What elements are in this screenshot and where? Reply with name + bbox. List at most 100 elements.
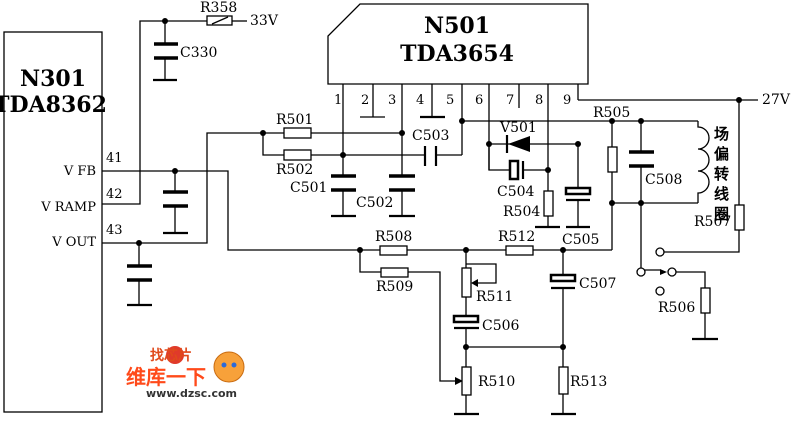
mascot-eye — [221, 362, 227, 368]
n501-pins: 1 2 3 4 5 6 7 8 9 — [334, 93, 571, 108]
r511-wiper-arrow-icon — [471, 279, 478, 287]
r507-resistor — [734, 204, 745, 231]
c505-plate — [564, 186, 592, 196]
r508-label: R508 — [375, 229, 412, 245]
n501-chip-body — [327, 3, 589, 85]
wire — [359, 250, 381, 273]
yoke-char: 场 — [714, 125, 729, 143]
pin-43: 43 — [106, 223, 123, 238]
wire — [466, 263, 497, 284]
r505-resistor — [607, 146, 618, 173]
mascot-icon — [213, 351, 245, 383]
wire — [408, 271, 455, 382]
pin-name-vramp: V RAMP — [40, 200, 96, 215]
switch-common[interactable] — [636, 267, 646, 277]
r510-wiper-arrow-icon — [455, 377, 463, 385]
pin-9: 9 — [563, 93, 571, 108]
c503-label: C503 — [412, 128, 449, 144]
r506-label: R506 — [658, 300, 695, 316]
r501-resistor — [283, 127, 312, 139]
wire — [676, 271, 706, 288]
r509-resistor — [380, 267, 409, 278]
wire — [664, 230, 740, 253]
supply-27v: 27V — [762, 92, 791, 108]
r507-label: R507 — [694, 214, 731, 230]
watermark-line1: 找芯片 — [150, 347, 192, 364]
pin-3: 3 — [388, 93, 396, 108]
yoke-char: 转 — [714, 165, 729, 183]
watermark-url: www.dzsc.com — [146, 387, 237, 400]
chip-badge-icon — [166, 346, 184, 364]
v501-diode — [508, 136, 530, 152]
c504-plate — [508, 159, 520, 181]
r513-label: R513 — [570, 374, 607, 390]
n501-ref: N501 — [424, 13, 490, 39]
pin-41: 41 — [106, 151, 123, 166]
pin-7: 7 — [506, 93, 514, 108]
junction — [399, 130, 405, 136]
n301-chip-body — [3, 31, 103, 413]
supply-33v: 33V — [250, 13, 279, 29]
r501-label: R501 — [276, 112, 313, 128]
wire-vfb — [102, 170, 360, 251]
c508-label: C508 — [645, 172, 682, 188]
v501-label: V501 — [499, 120, 537, 136]
r511-resistor — [461, 267, 472, 298]
junction — [560, 344, 566, 350]
pin-5: 5 — [446, 93, 454, 108]
pin-2: 2 — [361, 93, 369, 108]
pin-6: 6 — [475, 93, 483, 108]
c505-label: C505 — [562, 232, 599, 248]
switch-contact-1[interactable] — [655, 247, 665, 257]
wire — [262, 133, 284, 156]
r511-label: R511 — [476, 289, 513, 305]
yoke-coil — [697, 121, 710, 203]
c507-plate — [549, 273, 577, 283]
r506-resistor — [700, 287, 711, 314]
r505-label: R505 — [593, 105, 630, 121]
wire — [211, 16, 229, 25]
yoke-char: 偏 — [714, 145, 729, 163]
watermark-line2: 维库一下 — [126, 365, 206, 389]
pin-8: 8 — [535, 93, 543, 108]
r513-resistor — [558, 366, 569, 395]
r512-resistor — [505, 245, 534, 256]
n301-part: TDA8362 — [0, 92, 107, 118]
r510-resistor — [461, 366, 472, 396]
n301-ref: N301 — [20, 66, 86, 92]
pin-4: 4 — [416, 93, 424, 108]
c506-label: C506 — [482, 318, 520, 334]
yoke-char: 线 — [714, 185, 729, 203]
r510-label: R510 — [478, 374, 515, 390]
c501-label: C501 — [290, 180, 327, 196]
c506-plate — [452, 314, 480, 324]
r512-label: R512 — [498, 229, 535, 245]
r502-resistor — [283, 149, 312, 161]
c507-label: C507 — [579, 276, 616, 292]
r504-resistor — [543, 190, 554, 217]
r358-label: R358 — [200, 0, 237, 16]
pin-name-vout: V OUT — [51, 235, 96, 250]
switch-contact-3[interactable] — [655, 286, 665, 296]
r502-label: R502 — [276, 162, 313, 178]
wire-vout — [102, 132, 263, 244]
mascot-eye — [231, 362, 237, 368]
c330-label: C330 — [180, 45, 217, 61]
c504-label: C504 — [497, 184, 535, 200]
yoke-char: 圈 — [714, 205, 729, 223]
pin-1: 1 — [334, 93, 342, 108]
r509-label: R509 — [376, 279, 413, 295]
switch-arrow-icon — [660, 269, 667, 275]
pin-name-vfb: V FB — [63, 164, 96, 179]
r504-label: R504 — [503, 204, 540, 220]
watermark-logo: 找芯片 维库一下 www.dzsc.com — [126, 346, 245, 400]
c502-label: C502 — [356, 195, 393, 211]
switch-contact-2[interactable] — [667, 267, 677, 277]
n501-part: TDA3654 — [400, 41, 514, 67]
junction — [459, 118, 465, 124]
wire — [488, 144, 509, 171]
r508-resistor — [379, 245, 408, 256]
yoke-label: 场 偏 转 线 圈 — [714, 125, 729, 223]
pin-42: 42 — [106, 187, 123, 202]
